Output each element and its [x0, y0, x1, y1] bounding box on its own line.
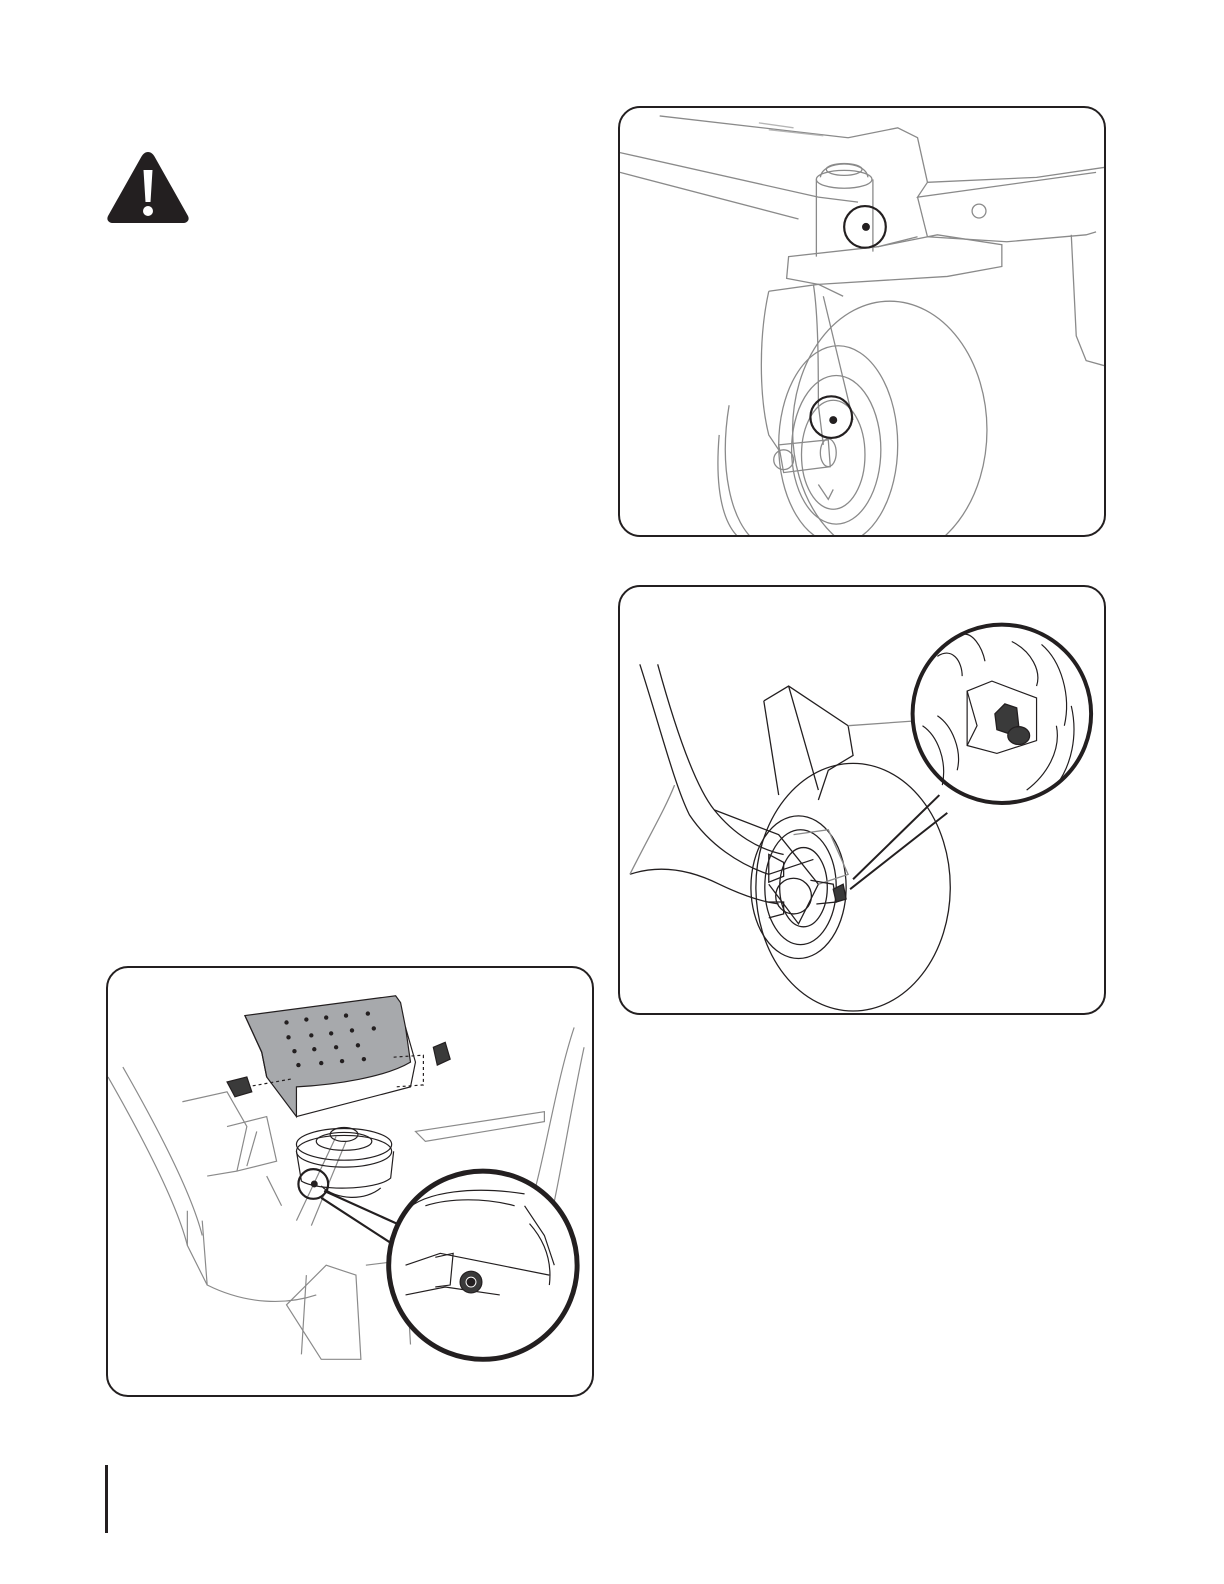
figure-front-wheel	[618, 585, 1106, 1015]
page-edge-rule	[105, 1465, 108, 1533]
warning-triangle-icon	[106, 150, 190, 224]
figure-deck-spindle	[106, 966, 594, 1397]
figure-caster-fork	[618, 106, 1106, 537]
